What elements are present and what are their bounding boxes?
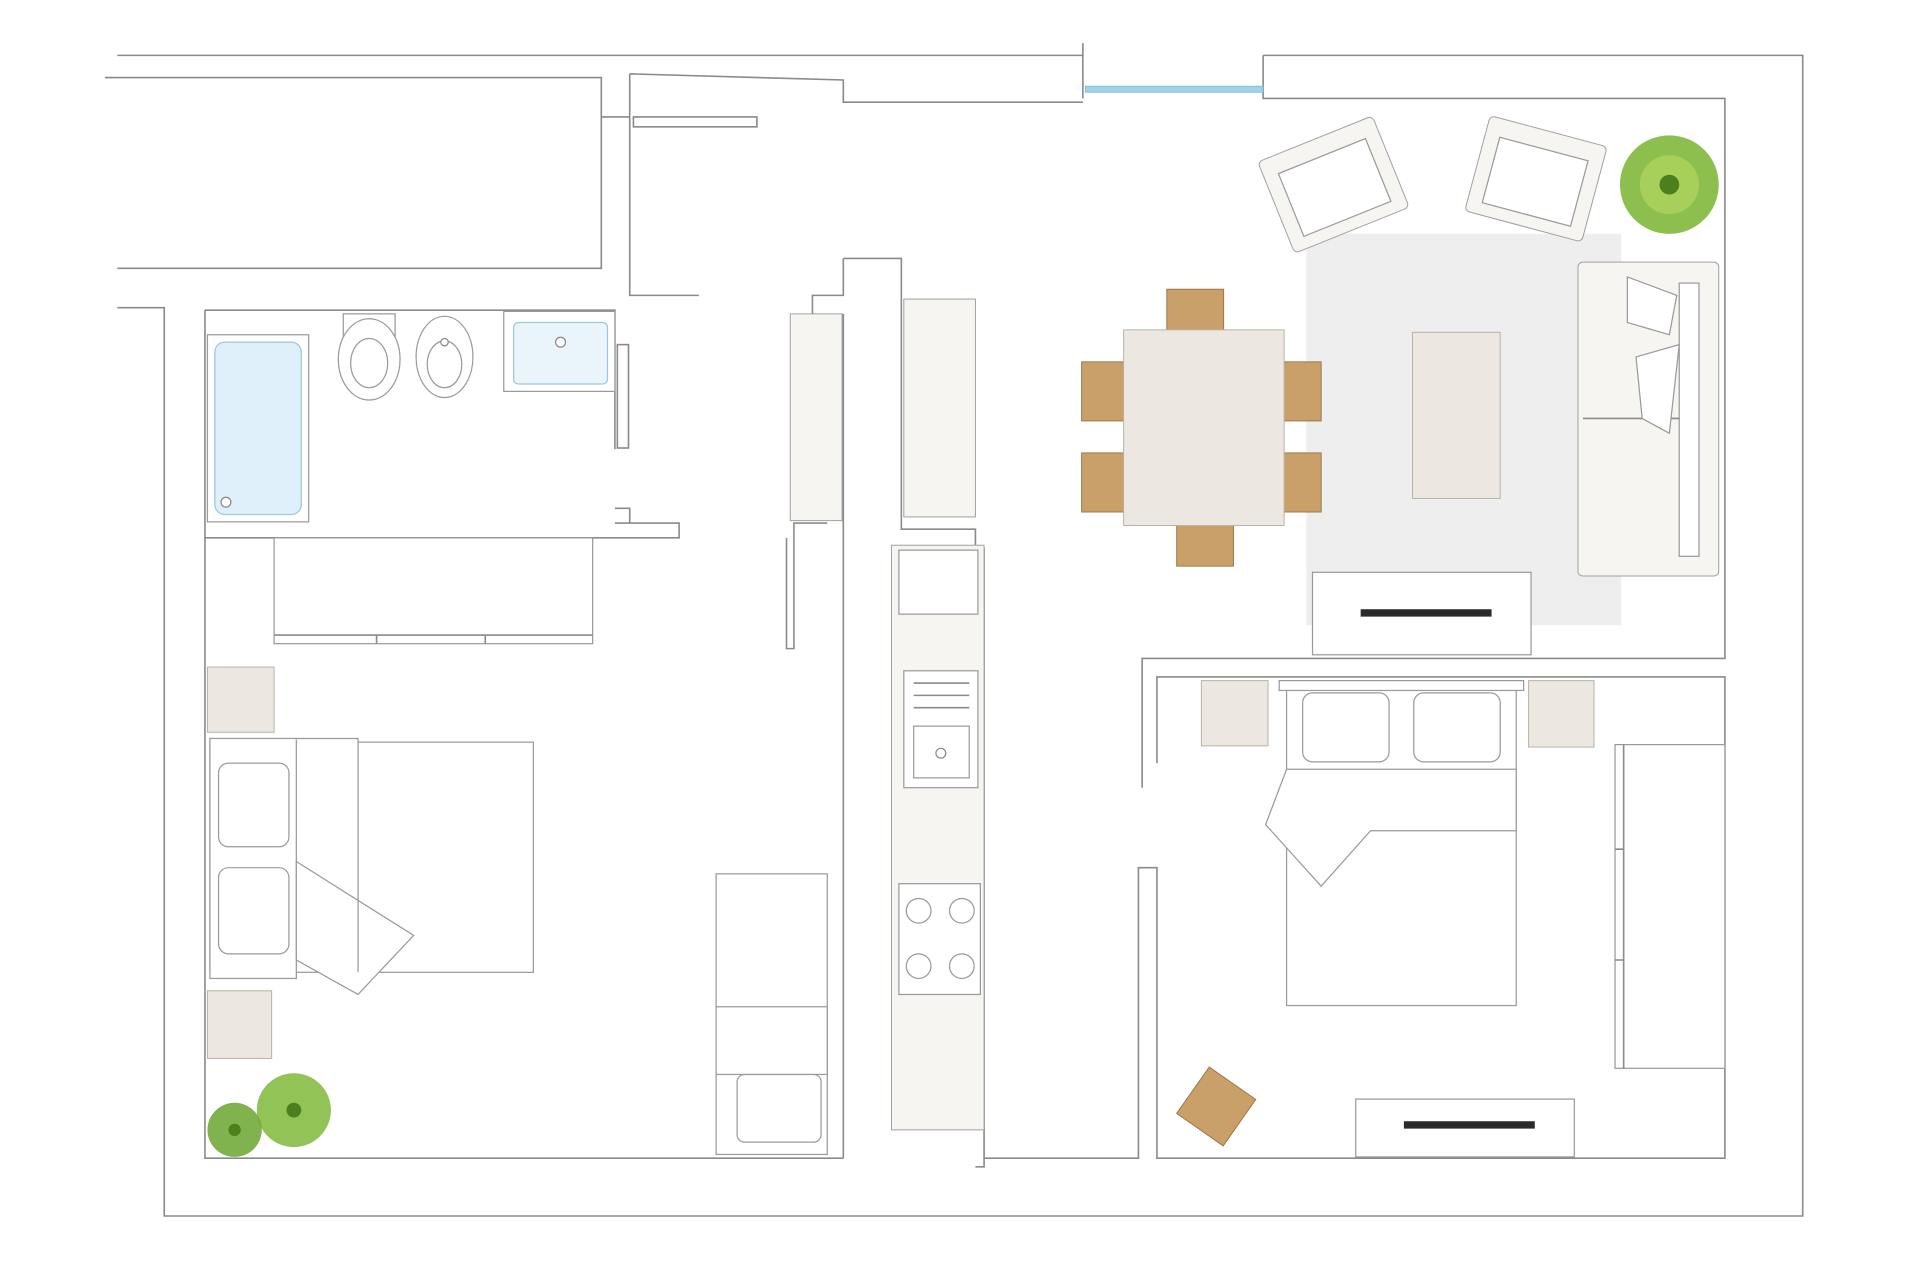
toilet-icon xyxy=(337,313,401,401)
wardrobe-icon xyxy=(273,537,594,645)
living-dining xyxy=(1081,116,1720,656)
dining-table-icon xyxy=(1123,329,1285,527)
nightstand-icon xyxy=(1200,680,1269,747)
bathtub-icon xyxy=(206,334,310,523)
tv-unit-icon xyxy=(1355,1098,1575,1158)
tv-unit-icon xyxy=(1311,571,1532,656)
bidet-icon xyxy=(415,315,474,399)
window xyxy=(1084,85,1264,93)
wardrobe-icon xyxy=(1614,744,1726,1069)
kitchen-sink-icon xyxy=(903,670,979,789)
bedroom-left xyxy=(206,537,828,1157)
chair-icon xyxy=(1081,288,1322,567)
armchair-icon xyxy=(1258,116,1409,253)
plant-icon xyxy=(1619,135,1719,234)
coffee-table-icon xyxy=(1412,331,1501,499)
plant-icon xyxy=(207,1073,331,1157)
bathroom xyxy=(206,310,616,523)
stool-icon xyxy=(1175,1066,1257,1147)
sofa-bed-icon xyxy=(715,873,828,1156)
nightstand-icon xyxy=(206,666,275,733)
stove-icon xyxy=(898,883,981,996)
armchair-icon xyxy=(1465,116,1607,242)
sofa-icon xyxy=(1577,261,1720,577)
kitchen xyxy=(789,298,985,1131)
nightstand-icon xyxy=(206,990,273,1059)
bedroom-right xyxy=(1175,680,1726,1158)
bed-icon xyxy=(1264,680,1525,1007)
bed-icon xyxy=(209,737,535,996)
nightstand-icon xyxy=(1528,680,1595,748)
washbasin-icon xyxy=(503,310,616,392)
